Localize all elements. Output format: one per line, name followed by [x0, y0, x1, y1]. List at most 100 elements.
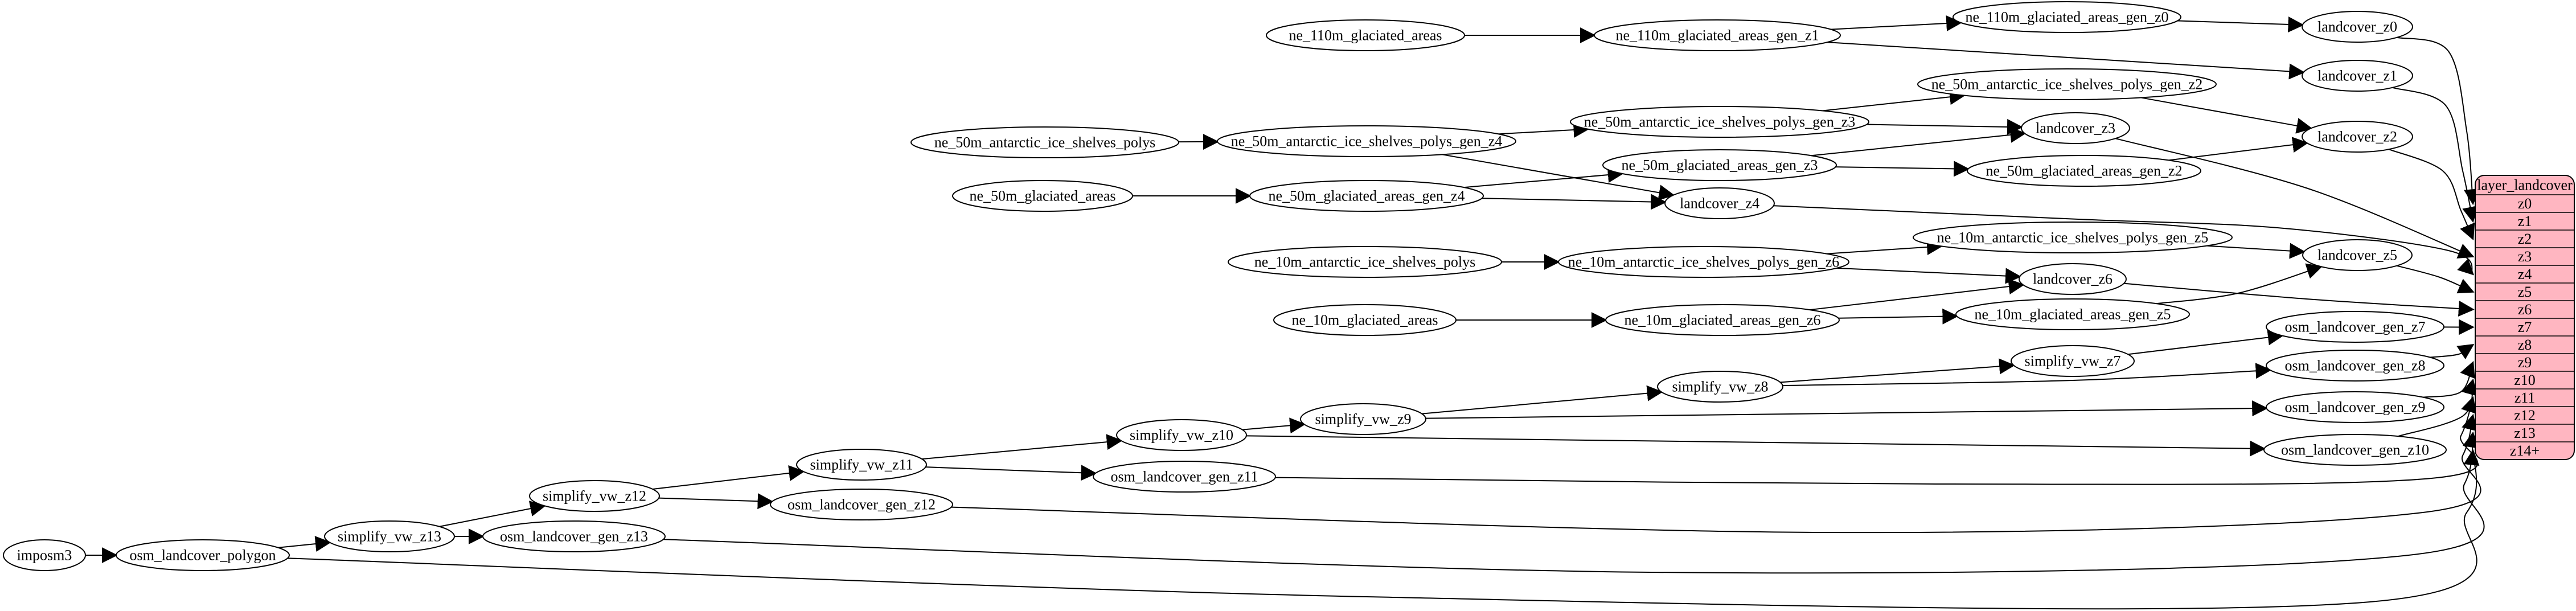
- node-label-osm_landcover_gen_z11: osm_landcover_gen_z11: [1111, 469, 1258, 485]
- node-shape-ne_50m_antarctic_ice_shelves_polys_gen_z4: [1217, 125, 1516, 157]
- node-osm_landcover_gen_z12: osm_landcover_gen_z12: [770, 489, 953, 520]
- node-ne_50m_antarctic_ice_shelves_polys: ne_50m_antarctic_ice_shelves_polys: [910, 126, 1179, 158]
- table-row-z11: z11: [2515, 389, 2536, 406]
- edge-landcover_z1-to-layer-row-z1: [2392, 87, 2478, 223]
- node-shape-osm_landcover_gen_z10: [2263, 434, 2447, 466]
- edge-osm_landcover_gen_z12-to-layer-row-z12: [951, 413, 2481, 534]
- node-ne_10m_glaciated_areas: ne_10m_glaciated_areas: [1273, 304, 1457, 336]
- node-ne_50m_glaciated_areas_gen_z3: ne_50m_glaciated_areas_gen_z3: [1602, 149, 1837, 181]
- node-label-osm_landcover_gen_z13: osm_landcover_gen_z13: [500, 528, 648, 545]
- node-shape-ne_110m_glaciated_areas_gen_z0: [1952, 1, 2181, 33]
- node-label-ne_10m_glaciated_areas_gen_z5: ne_10m_glaciated_areas_gen_z5: [1974, 306, 2171, 323]
- node-shape-osm_landcover_gen_z9: [2266, 391, 2444, 423]
- node-landcover_z0: landcover_z0: [2302, 11, 2413, 43]
- node-osm_landcover_gen_z8: osm_landcover_gen_z8: [2266, 350, 2444, 382]
- node-label-ne_10m_antarctic_ice_shelves_polys: ne_10m_antarctic_ice_shelves_polys: [1254, 254, 1475, 270]
- node-shape-ne_10m_glaciated_areas: [1273, 304, 1457, 336]
- table-row-z0: z0: [2518, 195, 2532, 212]
- node-osm_landcover_polygon: osm_landcover_polygon: [116, 539, 290, 571]
- node-shape-osm_landcover_gen_z12: [770, 489, 953, 520]
- edge-ne_10m_glaciated_areas_gen_z6-to-landcover_z6: [1810, 278, 2025, 311]
- edge-landcover_z2-to-layer-row-z2: [2389, 149, 2475, 241]
- table-row-z5: z5: [2518, 284, 2532, 300]
- edge-ne_50m_glaciated_areas_gen_z3-to-landcover_z3: [1811, 126, 2027, 157]
- edge-osm_landcover_gen_z13-to-layer-row-z13: [663, 431, 2485, 574]
- node-shape-ne_50m_antarctic_ice_shelves_polys_gen_z3: [1570, 106, 1869, 138]
- node-shape-ne_50m_antarctic_ice_shelves_polys: [910, 126, 1179, 158]
- node-label-simplify_vw_z12: simplify_vw_z12: [543, 488, 646, 505]
- node-landcover_z1: landcover_z1: [2302, 60, 2413, 92]
- table-row-z3: z3: [2518, 248, 2532, 265]
- edge-simplify_vw_z11-to-osm_landcover_gen_z11: [925, 465, 1097, 481]
- node-simplify_vw_z12: simplify_vw_z12: [529, 480, 660, 512]
- table-row-z2: z2: [2518, 231, 2532, 247]
- node-simplify_vw_z13: simplify_vw_z13: [324, 520, 455, 552]
- node-simplify_vw_z9: simplify_vw_z9: [1300, 403, 1426, 435]
- node-ne_50m_antarctic_ice_shelves_polys_gen_z2: ne_50m_antarctic_ice_shelves_polys_gen_z…: [1917, 68, 2217, 100]
- node-ne_50m_glaciated_areas_gen_z2: ne_50m_glaciated_areas_gen_z2: [1967, 155, 2201, 187]
- node-label-ne_50m_antarctic_ice_shelves_polys_gen_z4: ne_50m_antarctic_ice_shelves_polys_gen_z…: [1231, 133, 1503, 150]
- node-osm_landcover_gen_z11: osm_landcover_gen_z11: [1093, 461, 1276, 493]
- table-row-z7: z7: [2518, 319, 2532, 335]
- table-row-z9: z9: [2518, 354, 2532, 371]
- node-label-ne_50m_glaciated_areas_gen_z4: ne_50m_glaciated_areas_gen_z4: [1268, 188, 1465, 204]
- node-ne_10m_antarctic_ice_shelves_polys_gen_z5: ne_10m_antarctic_ice_shelves_polys_gen_z…: [1913, 222, 2233, 253]
- node-label-simplify_vw_z7: simplify_vw_z7: [2025, 353, 2121, 370]
- node-shape-landcover_z0: [2302, 11, 2413, 43]
- node-shape-landcover_z4: [1664, 187, 1775, 219]
- node-label-ne_50m_glaciated_areas_gen_z2: ne_50m_glaciated_areas_gen_z2: [1986, 163, 2182, 179]
- node-osm_landcover_gen_z10: osm_landcover_gen_z10: [2263, 434, 2447, 466]
- node-osm_landcover_gen_z13: osm_landcover_gen_z13: [482, 520, 666, 552]
- node-simplify_vw_z10: simplify_vw_z10: [1116, 419, 1247, 451]
- node-shape-simplify_vw_z8: [1657, 371, 1783, 403]
- node-shape-simplify_vw_z10: [1116, 419, 1247, 451]
- edge-simplify_vw_z9-to-osm_landcover_gen_z9: [1425, 400, 2269, 419]
- node-label-landcover_z1: landcover_z1: [2317, 68, 2397, 84]
- node-label-ne_10m_antarctic_ice_shelves_polys_gen_z6: ne_10m_antarctic_ice_shelves_polys_gen_z…: [1568, 254, 1840, 270]
- edge-layer: [85, 15, 2485, 610]
- edge-ne_50m_antarctic_ice_shelves_polys_gen_z3-to-landcover_z3: [1867, 118, 2023, 135]
- edge-simplify_vw_z11-to-simplify_vw_z10: [922, 434, 1123, 460]
- node-label-landcover_z4: landcover_z4: [1680, 195, 1759, 212]
- node-label-simplify_vw_z11: simplify_vw_z11: [810, 457, 913, 473]
- edge-simplify_vw_z7-to-osm_landcover_gen_z7: [2128, 329, 2284, 355]
- node-ne_110m_glaciated_areas_gen_z0: ne_110m_glaciated_areas_gen_z0: [1952, 1, 2181, 33]
- node-ne_110m_glaciated_areas_gen_z1: ne_110m_glaciated_areas_gen_z1: [1594, 19, 1841, 51]
- edge-ne_10m_glaciated_areas_gen_z6-to-ne_10m_glaciated_areas_gen_z5: [1838, 308, 1959, 325]
- table-row-z4: z4: [2518, 266, 2532, 282]
- edge-simplify_vw_z10-to-simplify_vw_z9: [1242, 417, 1306, 434]
- node-shape-ne_10m_antarctic_ice_shelves_polys_gen_z5: [1913, 222, 2233, 253]
- node-shape-landcover_z5: [2302, 239, 2413, 271]
- edge-osm_landcover_gen_z10-to-layer-row-z10: [2398, 378, 2477, 437]
- node-label-ne_50m_antarctic_ice_shelves_polys_gen_z3: ne_50m_antarctic_ice_shelves_polys_gen_z…: [1584, 114, 1856, 130]
- node-ne_50m_glaciated_areas_gen_z4: ne_50m_glaciated_areas_gen_z4: [1249, 180, 1484, 212]
- edge-simplify_vw_z12-to-osm_landcover_gen_z12: [658, 493, 774, 510]
- node-shape-ne_10m_glaciated_areas_gen_z6: [1605, 304, 1840, 336]
- node-shape-imposm3: [3, 539, 86, 571]
- node-label-ne_50m_antarctic_ice_shelves_polys: ne_50m_antarctic_ice_shelves_polys: [934, 134, 1155, 151]
- node-label-ne_50m_antarctic_ice_shelves_polys_gen_z2: ne_50m_antarctic_ice_shelves_polys_gen_z…: [1931, 76, 2203, 93]
- table-row-z12: z12: [2514, 407, 2536, 424]
- edge-ne_50m_glaciated_areas_gen_z3-to-ne_50m_glaciated_areas_gen_z2: [1835, 161, 1970, 177]
- node-label-ne_10m_glaciated_areas_gen_z6: ne_10m_glaciated_areas_gen_z6: [1624, 312, 1820, 329]
- node-shape-simplify_vw_z11: [796, 449, 927, 481]
- node-label-osm_landcover_gen_z8: osm_landcover_gen_z8: [2285, 358, 2426, 374]
- node-ne_10m_glaciated_areas_gen_z6: ne_10m_glaciated_areas_gen_z6: [1605, 304, 1840, 336]
- edge-ne_10m_antarctic_ice_shelves_polys_gen_z6-to-landcover_z6: [1836, 267, 2021, 284]
- node-label-simplify_vw_z10: simplify_vw_z10: [1130, 427, 1233, 444]
- node-shape-ne_110m_glaciated_areas: [1266, 19, 1465, 51]
- node-shape-ne_110m_glaciated_areas_gen_z1: [1594, 19, 1841, 51]
- node-label-ne_50m_glaciated_areas: ne_50m_glaciated_areas: [970, 188, 1116, 204]
- node-label-osm_landcover_polygon: osm_landcover_polygon: [129, 547, 276, 564]
- edge-ne_50m_glaciated_areas_gen_z4-to-ne_50m_glaciated_areas_gen_z3: [1463, 167, 1624, 188]
- edge-ne_50m_antarctic_ice_shelves_polys_gen_z2-to-landcover_z2: [2140, 97, 2313, 134]
- edge-ne_110m_glaciated_areas_gen_z0-to-landcover_z0: [2177, 16, 2304, 32]
- node-landcover_z6: landcover_z6: [2019, 263, 2127, 295]
- node-shape-simplify_vw_z9: [1300, 403, 1426, 435]
- edge-simplify_vw_z10-to-osm_landcover_gen_z10: [1246, 435, 2266, 457]
- table-row-z10: z10: [2514, 372, 2536, 388]
- edge-landcover_z0-to-layer-row-z0: [2397, 36, 2480, 206]
- table-row-z13: z13: [2514, 425, 2536, 441]
- node-shape-simplify_vw_z12: [529, 480, 660, 512]
- edge-osm_landcover_gen_z11-to-layer-row-z11: [1275, 396, 2479, 485]
